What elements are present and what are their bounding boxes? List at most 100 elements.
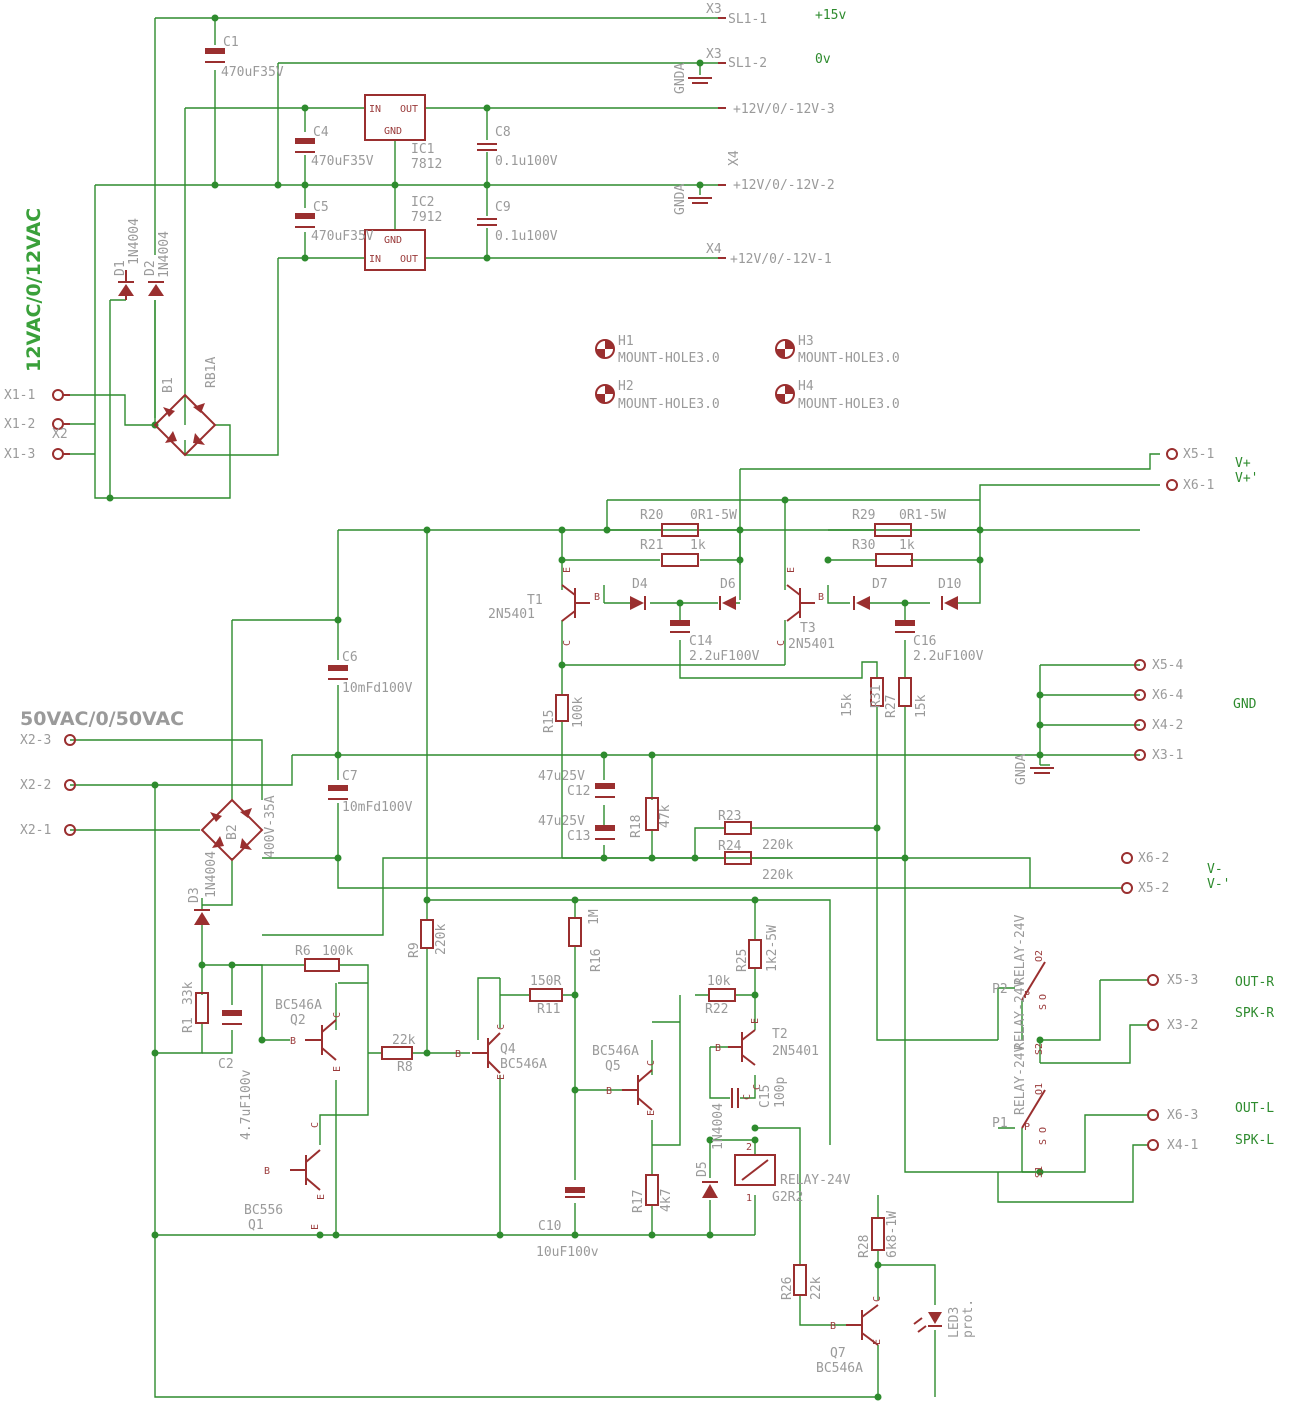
relay-o2: O2: [1034, 950, 1045, 962]
x2-label: X2: [52, 427, 68, 442]
b2-value: 400V-35A: [263, 795, 278, 858]
r30-label: R30: [852, 538, 875, 553]
d2-label: D2: [143, 260, 158, 276]
r18-label: R18: [629, 815, 644, 838]
q7-e: E: [872, 1339, 883, 1345]
d6-label: D6: [720, 577, 736, 592]
q4-value: BC546A: [500, 1057, 547, 1072]
t3-e: E: [786, 567, 797, 573]
x1-2-label: X1-2: [4, 417, 35, 432]
ic1-out: OUT: [400, 104, 418, 115]
c14-value: 2.2uF100V: [689, 649, 760, 664]
r25-label: R25: [735, 949, 750, 972]
x5-3-label: X5-3: [1167, 973, 1198, 988]
r16-value: 1M: [587, 909, 602, 925]
b2-label: B2: [225, 824, 240, 840]
ic1-label: IC1: [411, 142, 434, 157]
d10-label: D10: [938, 577, 961, 592]
x1-3-label: X1-3: [4, 447, 35, 462]
c16-value: 2.2uF100V: [913, 649, 984, 664]
x4-1-label: X4-1: [1167, 1138, 1198, 1153]
r29-value: 0R1-5W: [899, 508, 946, 523]
d5-label: D5: [695, 1161, 710, 1177]
x6-3-label: X6-3: [1167, 1108, 1198, 1123]
x2-2-label: X2-2: [20, 778, 51, 793]
c8-value: 0.1u100V: [495, 154, 558, 169]
t1-label: T1: [527, 593, 543, 608]
x4-2-label: X4-2: [1152, 718, 1183, 733]
q4-c: C: [496, 1024, 507, 1030]
t3-b: B: [818, 592, 824, 603]
input-50v-label: 50VAC/0/50VAC: [20, 708, 184, 730]
r23-label: R23: [718, 809, 741, 824]
q1-value: BC556: [244, 1203, 283, 1218]
relay2-s: S: [1038, 1004, 1049, 1010]
b1-label: B1: [161, 377, 176, 393]
net-vminus2: V-': [1207, 877, 1230, 892]
relay-24v-label-2: RELAY-24V: [1013, 914, 1028, 985]
net-out-r: OUT-R: [1235, 975, 1274, 990]
t1-b: B: [594, 592, 600, 603]
r29-label: R29: [852, 508, 875, 523]
q5-value: BC546A: [592, 1044, 639, 1059]
d5-value: 1N4004: [711, 1103, 726, 1150]
c2-label: C2: [218, 1057, 234, 1072]
h1-value: MOUNT-HOLE3.0: [618, 351, 720, 366]
net-out-l: OUT-L: [1235, 1101, 1274, 1116]
ic2-label: IC2: [411, 195, 434, 210]
out-3-label: +12V/0/-12V-3: [733, 102, 835, 117]
q5-label: Q5: [605, 1059, 621, 1074]
x1-1-label: X1-1: [4, 388, 35, 403]
r21-label: R21: [640, 538, 663, 553]
d7-label: D7: [872, 577, 888, 592]
x6-2-label: X6-2: [1138, 851, 1169, 866]
r9-label: R9: [407, 942, 422, 958]
ic2-gnd: GND: [384, 235, 402, 246]
net-vplus2: V+': [1235, 471, 1258, 486]
d3-label: D3: [187, 887, 202, 903]
r17-value: 4k7: [659, 1189, 674, 1212]
ic2-in: IN: [369, 254, 381, 265]
c1-label: C1: [223, 35, 239, 50]
relay-o1: O1: [1034, 1083, 1045, 1095]
t2-b: B: [715, 1043, 721, 1054]
b1-value: RB1A: [204, 357, 219, 388]
net-zero: 0v: [815, 52, 831, 67]
r11-value: 150R: [530, 974, 561, 989]
x3-1-label: X3-1: [1152, 748, 1183, 763]
t3-value: 2N5401: [788, 637, 835, 652]
r1-label: R1: [181, 1017, 196, 1033]
q1-b: B: [264, 1166, 270, 1177]
h1-label: H1: [618, 334, 634, 349]
t2-c: C: [752, 1084, 763, 1090]
r8-value: 22k: [392, 1033, 416, 1048]
x3-top-label: X3: [706, 2, 722, 17]
net-plus15: +15v: [815, 8, 846, 23]
x2-1-label: X2-1: [20, 823, 51, 838]
t3-label: T3: [800, 621, 816, 636]
resistors: [195, 523, 913, 1296]
x2-3-label: X2-3: [20, 733, 51, 748]
relay-model: G2R2: [772, 1190, 803, 1205]
h3-label: H3: [798, 334, 814, 349]
c10-label: C10: [538, 1219, 561, 1234]
q7-c: C: [872, 1296, 883, 1302]
q2-label: Q2: [290, 1013, 306, 1028]
r9-value: 220k: [434, 924, 449, 955]
relay2-o: O: [1038, 994, 1049, 1000]
r15-label: R15: [542, 710, 557, 733]
q7-b: B: [830, 1321, 836, 1332]
c7-value: 10mFd100V: [342, 800, 413, 815]
net-spk-l: SPK-L: [1235, 1133, 1274, 1148]
transistors: [290, 584, 879, 1346]
x5-1-label: X5-1: [1183, 447, 1214, 462]
q7-value: BC546A: [816, 1361, 863, 1376]
c14-label: C14: [689, 634, 713, 649]
d4-label: D4: [632, 577, 648, 592]
connector-pins: [52, 17, 1178, 1151]
c10-value: 10uF100v: [536, 1245, 599, 1260]
p1-label: P1: [992, 1116, 1008, 1131]
r31-label: R31: [869, 685, 884, 708]
relay-coil-label: RELAY-24V: [780, 1173, 851, 1188]
relay2-p: P: [1024, 990, 1030, 1001]
